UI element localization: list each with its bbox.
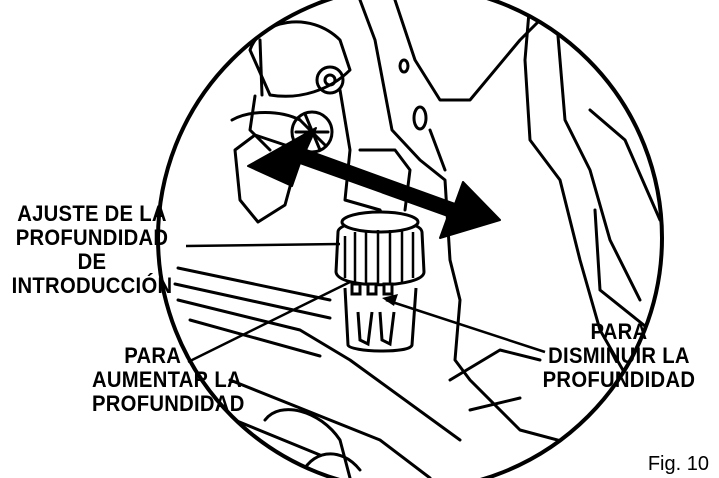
arrowhead-decrease — [382, 294, 398, 306]
figure-caption: Fig. 10 — [647, 453, 709, 475]
depth-adjust-line-3: DE — [77, 249, 107, 274]
increase-depth-line-1: PARA — [124, 343, 182, 368]
leader-decrease-depth — [385, 298, 546, 354]
leader-increase-depth — [187, 280, 351, 364]
depth-adjust-label: AJUSTE DE LA PROFUNDIDAD DE INTRODUCCIÓN — [0, 202, 184, 298]
depth-adjust-line-1: AJUSTE DE LA — [17, 201, 167, 226]
decrease-depth-line-1: PARA — [590, 319, 648, 344]
increase-depth-line-3: PROFUNDIDAD — [92, 391, 245, 416]
decrease-depth-line-3: PROFUNDIDAD — [542, 367, 696, 392]
magnifier-outline — [156, 0, 664, 478]
increase-depth-label: PARA AUMENTAR LA PROFUNDIDAD — [92, 343, 245, 416]
increase-depth-line-2: AUMENTAR LA — [92, 367, 242, 392]
decrease-depth-label: PARA DISMINUIR LA PROFUNDIDAD — [538, 320, 700, 392]
depth-adjust-line-2: PROFUNDIDAD — [15, 225, 169, 250]
decrease-depth-line-2: DISMINUIR LA — [548, 343, 690, 368]
double-headed-arrow-icon — [247, 127, 501, 239]
depth-adjust-knob — [334, 210, 426, 353]
leader-depth-adjust — [185, 242, 341, 248]
magnified-detail — [173, 0, 662, 478]
depth-adjust-line-4: INTRODUCCIÓN — [11, 273, 173, 298]
